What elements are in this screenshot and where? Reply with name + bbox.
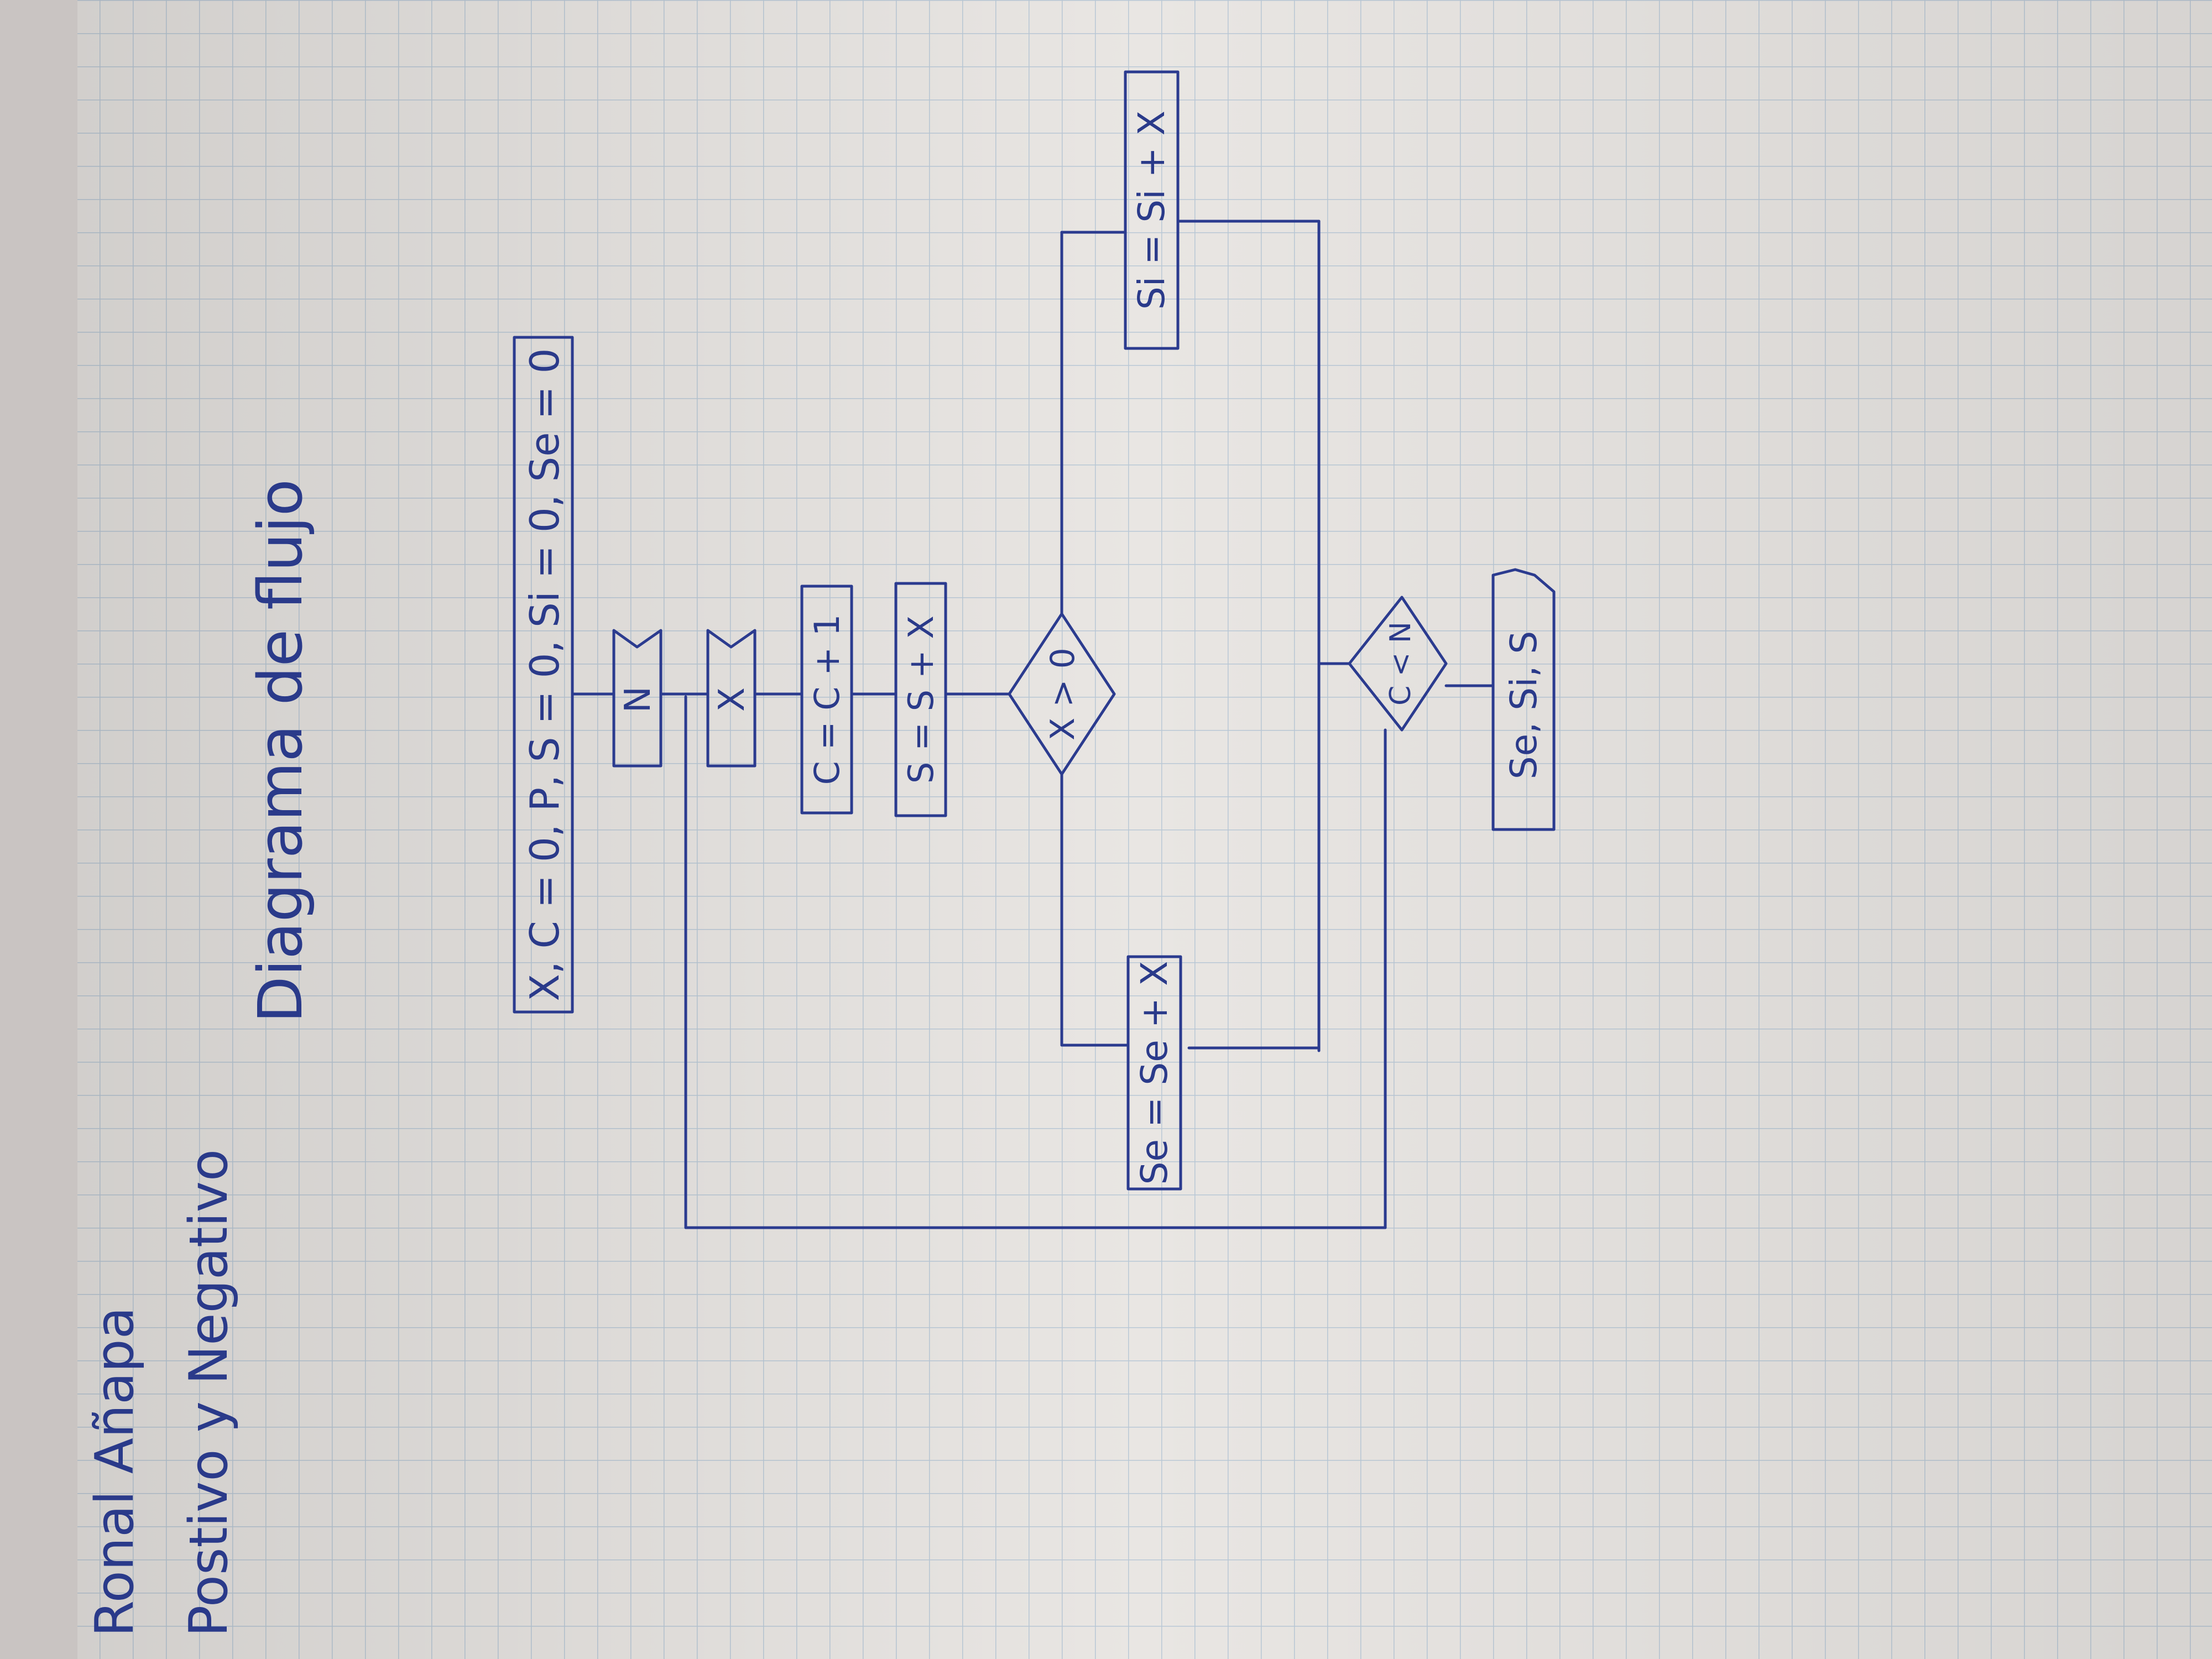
counter-label: C = C + 1 [807, 614, 847, 785]
output-label: Se, Si, S [1503, 631, 1545, 780]
input-n: N [612, 629, 662, 768]
sum-label: S = S + X [901, 615, 941, 784]
decision-loop: C < N [1348, 596, 1448, 732]
init-box: X, C = 0, P, S = 0, Si = 0, Se = 0 [513, 336, 574, 1014]
sum-pos-box: Si = Si + X [1124, 70, 1180, 350]
input-x-label: X [712, 687, 753, 712]
sum-box: S = S + X [894, 582, 947, 817]
sum-neg-box: Se = Se + X [1126, 955, 1182, 1191]
diagram-title: Diagrama de flujo [245, 479, 316, 1023]
sum-pos-label: Si = Si + X [1130, 111, 1173, 310]
author-name: Ronal Añapa [85, 1307, 145, 1637]
input-x: X [706, 629, 757, 768]
decision-sign: X > 0 [1008, 612, 1116, 776]
sum-neg-label: Se = Se + X [1133, 961, 1176, 1185]
counter-box: C = C + 1 [800, 585, 853, 815]
init-label: X, C = 0, P, S = 0, Si = 0, Se = 0 [521, 348, 568, 1001]
subject-title: Postivo y Negativo [179, 1149, 239, 1637]
decision-sign-label: X > 0 [1044, 648, 1082, 740]
input-n-label: N [618, 686, 659, 713]
flowchart: X, C = 0, P, S = 0, Si = 0, Se = 0 N X C… [513, 70, 1556, 1229]
decision-loop-label: C < N [1384, 622, 1417, 706]
header: Ronal Añapa Postivo y Negativo Diagrama … [85, 479, 316, 1637]
connectors [571, 220, 1495, 1229]
output-box: Se, Si, S [1491, 568, 1556, 831]
